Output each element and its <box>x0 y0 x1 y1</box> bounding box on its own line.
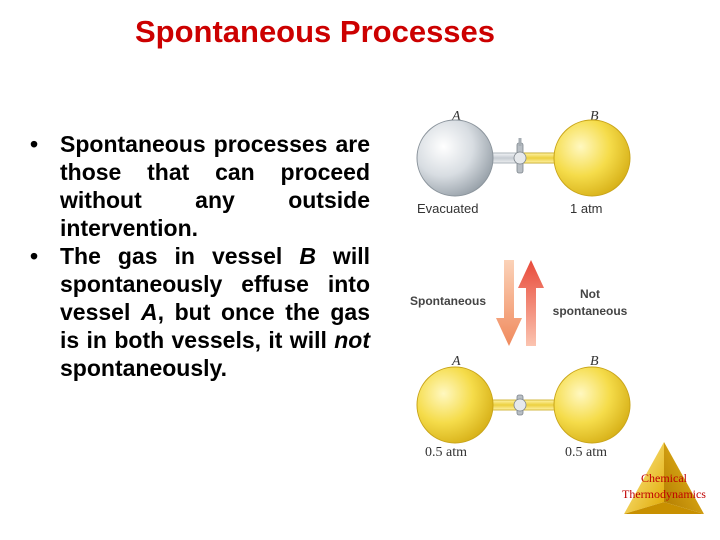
bottom-bulb-b <box>553 366 631 444</box>
top-stopcock-icon <box>513 138 527 174</box>
bullet-marker: • <box>30 243 39 269</box>
spontaneous-arrow-down-icon <box>496 260 522 346</box>
bottom-label-a: A <box>451 354 461 369</box>
vessel-a-label: A <box>140 299 158 325</box>
slide-title: Spontaneous Processes <box>134 14 496 49</box>
top-label-a: A <box>451 109 461 124</box>
top-caption-a: Evacuated <box>417 201 478 216</box>
bullet-text-part: The gas in vessel <box>60 243 300 269</box>
bottom-label-b: B <box>590 354 599 369</box>
spontaneous-label: Spontaneous <box>410 294 486 308</box>
footer-line-2: Thermodynamics <box>622 487 706 501</box>
bottom-caption-b: 0.5 atm <box>565 445 607 460</box>
bullet-marker: • <box>30 131 39 157</box>
bullet-text: Spontaneous processes are those that can… <box>60 131 370 241</box>
spontaneous-word-label: spontaneous <box>553 304 628 318</box>
vessel-b-label: B <box>299 243 316 269</box>
top-caption-b: 1 atm <box>570 201 603 216</box>
top-bulb-a <box>416 119 494 197</box>
bullet-text-part: spontaneously. <box>60 355 227 381</box>
bullet-item-2: • The gas in vessel B will spontaneously… <box>30 242 370 382</box>
footer-line-1: Chemical <box>641 471 687 485</box>
not-emphasis: not <box>334 327 370 353</box>
effusion-figure: A B Evacuated 1 atm Spontaneous Not spon… <box>410 109 631 460</box>
bullet-item-1: • Spontaneous processes are those that c… <box>30 130 370 242</box>
bottom-caption-a: 0.5 atm <box>425 445 467 460</box>
bullet-text-part: will spontaneously effuse into vessel <box>60 243 370 325</box>
pyramid-icon <box>624 442 704 514</box>
bullet-list: • Spontaneous processes are those that c… <box>30 130 370 382</box>
top-label-b: B <box>590 109 599 124</box>
top-bulb-b <box>553 119 631 197</box>
not-label: Not <box>580 287 600 301</box>
bottom-bulb-a <box>416 366 494 444</box>
bullet-text-part: , but once the gas is in both vessels, i… <box>60 299 370 353</box>
footer-logo: Chemical Thermodynamics <box>612 440 716 520</box>
bottom-stopcock-icon <box>513 394 527 416</box>
not-spontaneous-arrow-up-icon <box>518 260 544 346</box>
